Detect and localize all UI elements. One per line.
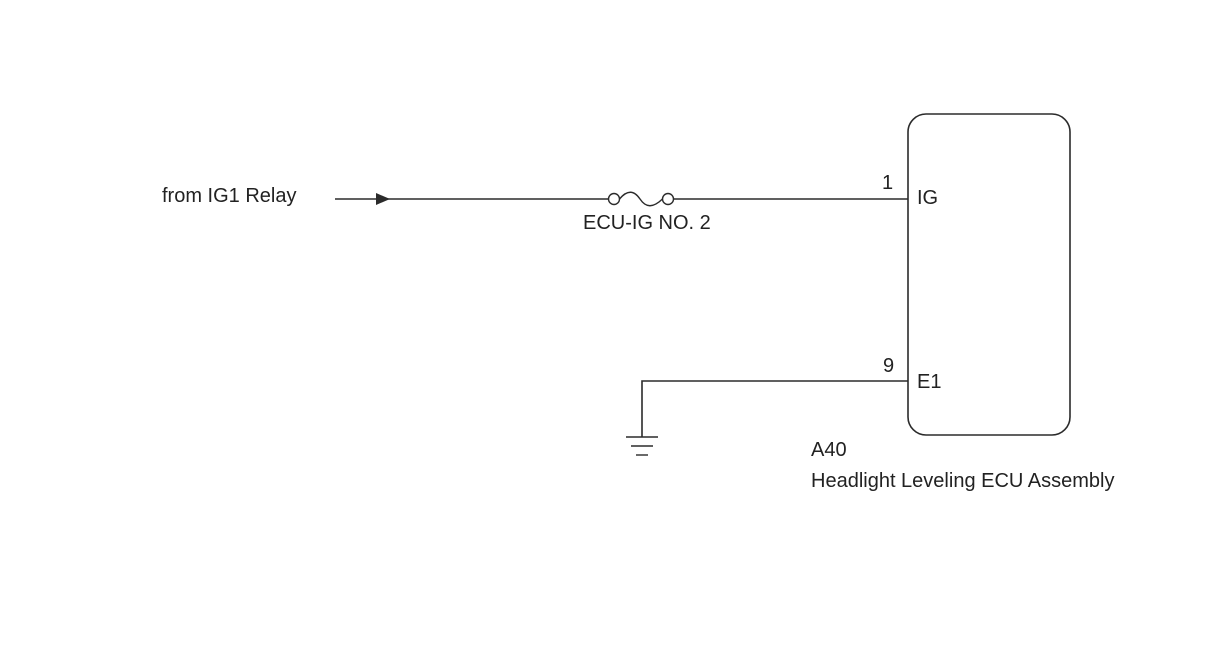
- source-label: from IG1 Relay: [162, 185, 297, 207]
- component-code: A40: [811, 439, 847, 461]
- component-name: Headlight Leveling ECU Assembly: [811, 470, 1115, 492]
- pin-9-number: 9: [883, 355, 895, 377]
- fuse-icon: [607, 191, 675, 207]
- pin-9-name: E1: [917, 371, 942, 393]
- pin-1-name: IG: [917, 187, 939, 209]
- wire-pin-9-to-ground: [641, 380, 908, 437]
- arrow-right-icon: [376, 193, 390, 205]
- ecu-box: [907, 113, 1071, 436]
- pin-1-number: 1: [882, 172, 894, 194]
- ground-icon: [626, 436, 658, 456]
- fuse-label: ECU-IG NO. 2: [583, 212, 711, 234]
